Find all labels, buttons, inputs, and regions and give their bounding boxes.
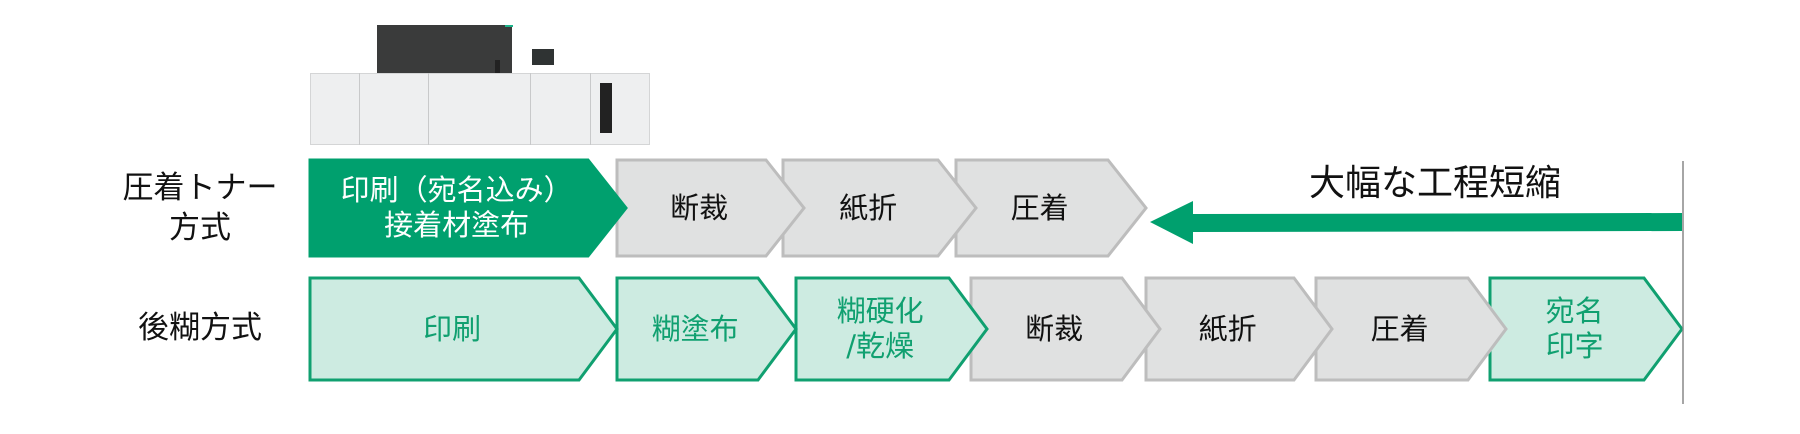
- process-step-label: 圧着: [1010, 190, 1069, 225]
- process-step-label: 断裁: [670, 190, 729, 225]
- process-step-shape: [1314, 276, 1508, 382]
- process-step-shape: [794, 276, 989, 382]
- process-step-shape: [308, 158, 628, 258]
- process-step-shape: [781, 158, 978, 258]
- process-step-shape: [954, 158, 1148, 258]
- row-label-pressure-toner: 圧着トナー 方式: [122, 170, 278, 247]
- process-step-label: 印刷（宛名込み） 接着材塗布: [340, 173, 573, 242]
- process-step-label: 宛名 印字: [1545, 294, 1604, 363]
- process-step-shape: [308, 276, 619, 382]
- process-step-label: 圧着: [1370, 311, 1429, 346]
- process-step-label: 印刷: [423, 311, 482, 346]
- left-arrow-icon: [1150, 201, 1682, 244]
- process-step-label: 断裁: [1025, 311, 1084, 346]
- process-step-shape: [1488, 276, 1684, 382]
- process-step-label: 紙折: [839, 190, 898, 225]
- process-shortening-callout: 大幅な工程短縮: [1308, 163, 1561, 205]
- process-step-label: 糊塗布: [651, 311, 739, 346]
- row-label-post-glue: 後糊方式: [138, 310, 262, 346]
- process-step-label: 紙折: [1198, 311, 1257, 346]
- printer-image: [310, 25, 650, 145]
- process-step-shape: [615, 276, 798, 382]
- process-step-shape: [1144, 276, 1334, 382]
- process-step-shape: [615, 158, 806, 258]
- process-step-label: 糊硬化 /乾燥: [836, 294, 924, 363]
- process-step-shape: [969, 276, 1162, 382]
